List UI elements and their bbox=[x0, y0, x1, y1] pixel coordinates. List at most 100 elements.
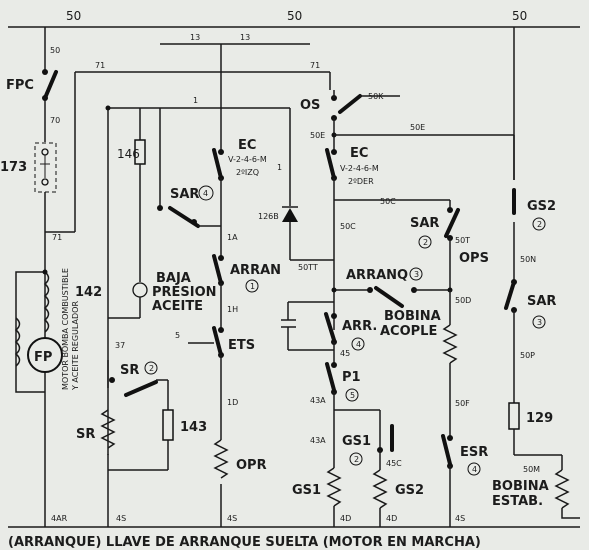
label-bobina-estab-2: ESTAB. bbox=[492, 494, 543, 509]
sar3-ring bbox=[532, 315, 546, 329]
label-142: 142 bbox=[75, 285, 102, 300]
wire-1a-ec: 1A bbox=[227, 233, 238, 242]
wire-1b: 1 bbox=[277, 163, 282, 172]
label-motor-1: MOTOR BOMBA COMBUSTIBLE bbox=[61, 268, 70, 390]
motor-coil bbox=[14, 269, 50, 367]
diode-126b bbox=[282, 108, 334, 261]
label-os: OS bbox=[300, 98, 320, 113]
wire-50n: 50N bbox=[520, 255, 536, 264]
label-ec-right: EC bbox=[350, 146, 368, 161]
wire-43a: 43A bbox=[310, 396, 326, 405]
label-bobina-acople-1: BOBINA bbox=[384, 309, 441, 324]
label-bobina-acople-2: ACOPLE bbox=[380, 324, 437, 339]
label-motor-2: Y ACEITE REGULADOR bbox=[71, 301, 80, 391]
label-arr-num: 4 bbox=[356, 340, 361, 349]
wire-4s-2: 4S bbox=[227, 514, 237, 523]
label-sr2: SR bbox=[120, 363, 139, 378]
caption: (ARRANQUE) LLAVE DE ARRANQUE SUELTA (MOT… bbox=[8, 535, 481, 550]
sar2-ops-switch bbox=[444, 200, 460, 290]
os-switch bbox=[331, 90, 515, 180]
wire-50k: 50K bbox=[368, 92, 384, 101]
label-sar4: SAR bbox=[170, 187, 199, 202]
wire-50e-2: 50E bbox=[410, 123, 425, 132]
wire-50d: 50D bbox=[455, 296, 471, 305]
label-gs2: GS2 bbox=[527, 199, 556, 214]
bobina-acople-column bbox=[441, 290, 458, 527]
arranq3-row bbox=[331, 286, 453, 308]
label-arran-num: 1 bbox=[250, 282, 255, 291]
wire-70: 70 bbox=[50, 116, 60, 125]
wire-50c-top: 50C bbox=[380, 197, 396, 206]
label-gs1-num: 2 bbox=[354, 455, 359, 464]
label-sar2-num: 2 bbox=[423, 238, 428, 247]
label-ec-left-a: V-2-4-6-M bbox=[228, 155, 267, 164]
label-arran: ARRAN bbox=[230, 263, 281, 278]
component-labels: FPC 173 142 FP MOTOR BOMBA COMBUSTIBLE Y… bbox=[0, 78, 556, 509]
sar4-switch bbox=[157, 108, 221, 228]
wire-45: 45 bbox=[340, 349, 350, 358]
sar2-ring bbox=[418, 235, 432, 249]
sar4-ring bbox=[198, 185, 214, 201]
label-gs2-resistor: GS2 bbox=[395, 483, 424, 498]
wire-1a: 1 bbox=[193, 96, 198, 105]
label-baja-3: ACEITE bbox=[152, 299, 203, 314]
label-baja-1: BAJA bbox=[156, 271, 191, 286]
p1-ring bbox=[345, 388, 359, 402]
wire-71b: 71 bbox=[310, 61, 320, 70]
wire-43a-2: 43A bbox=[310, 436, 326, 445]
wire-50-right: 50 bbox=[512, 9, 527, 23]
sr-section bbox=[100, 360, 174, 527]
wire-71c: 71 bbox=[52, 233, 62, 242]
arr4-switch bbox=[281, 301, 337, 365]
label-esr-num: 4 bbox=[472, 465, 477, 474]
label-arranq: ARRANQ bbox=[346, 268, 408, 283]
switch-173 bbox=[34, 142, 57, 193]
sr2-ring bbox=[144, 361, 158, 375]
wire-50p: 50P bbox=[520, 351, 535, 360]
label-146: 146 bbox=[117, 147, 140, 161]
wire-50-fpc: 50 bbox=[50, 46, 60, 55]
arr-ring bbox=[351, 337, 365, 351]
label-opr: OPR bbox=[236, 458, 267, 473]
wire-numbers: 50 50 50 50 13 13 71 71 71 70 1 1 50K 50… bbox=[50, 9, 540, 523]
wire-1d: 1D bbox=[227, 398, 238, 407]
arranq-ring bbox=[409, 267, 423, 281]
label-ec-right-a: V-2-4-6-M bbox=[340, 164, 379, 173]
central-column bbox=[188, 140, 229, 527]
bus-13 bbox=[160, 43, 310, 140]
label-bobina-estab-1: BOBINA bbox=[492, 479, 549, 494]
label-fp: FP bbox=[34, 350, 52, 365]
label-ec-right-b: 2ºDER bbox=[348, 177, 374, 186]
wire-1h: 1H bbox=[227, 305, 238, 314]
branch-146 bbox=[105, 105, 290, 455]
wire-4s-3: 4S bbox=[455, 514, 465, 523]
label-p1: P1 bbox=[342, 370, 361, 385]
wire-50tt: 50TT bbox=[298, 263, 318, 272]
ec-right-switch bbox=[325, 148, 450, 330]
wire-50e: 50E bbox=[310, 131, 325, 140]
label-sar4-num: 4 bbox=[203, 189, 208, 198]
wire-50-mid: 50 bbox=[287, 9, 302, 23]
wire-4s-1: 4S bbox=[116, 514, 126, 523]
label-sar3: SAR bbox=[527, 294, 556, 309]
label-baja-2: PRESION bbox=[152, 285, 217, 300]
label-ec-left-b: 2ºIZQ bbox=[236, 168, 259, 177]
fuel-pump-motor bbox=[27, 337, 63, 373]
wire-50c: 50C bbox=[340, 222, 356, 231]
label-arranq-num: 3 bbox=[414, 270, 419, 279]
gs1-switch bbox=[377, 424, 394, 470]
wire-50f: 50F bbox=[455, 399, 470, 408]
wire-13b: 13 bbox=[240, 33, 250, 42]
wire-4d-1: 4D bbox=[340, 514, 351, 523]
wire-45c: 45C bbox=[386, 459, 402, 468]
label-sar3-num: 3 bbox=[537, 318, 542, 327]
power-bus-50 bbox=[8, 26, 580, 180]
wire-4ar: 4AR bbox=[51, 514, 68, 523]
esr-ring bbox=[467, 462, 481, 476]
wire-5: 5 bbox=[175, 331, 180, 340]
label-sar2: SAR bbox=[410, 216, 439, 231]
label-fpc: FPC bbox=[6, 78, 34, 93]
label-sr2-num: 2 bbox=[149, 364, 154, 373]
label-p1-num: 5 bbox=[350, 391, 355, 400]
